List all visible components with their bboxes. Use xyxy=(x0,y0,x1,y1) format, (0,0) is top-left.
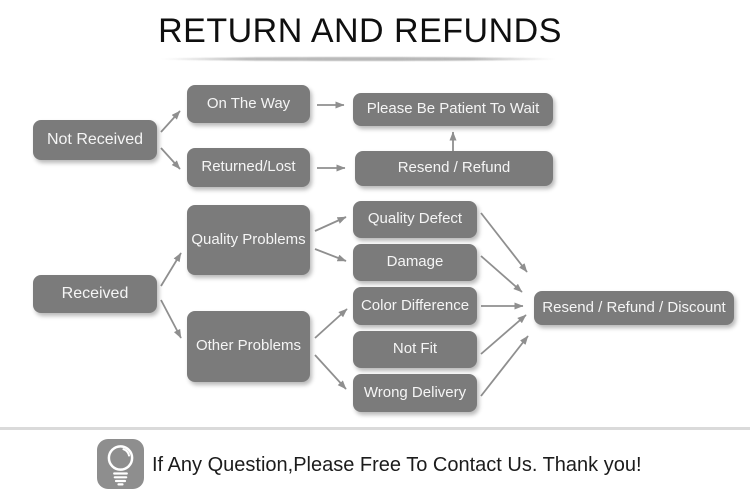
node-resend-refund: Resend / Refund xyxy=(355,151,553,186)
node-not-fit: Not Fit xyxy=(353,331,477,368)
light-bulb-icon xyxy=(97,439,144,489)
page-title: RETURN AND REFUNDS xyxy=(158,12,562,50)
node-returned-lost: Returned/Lost xyxy=(187,148,310,187)
footer-divider xyxy=(0,427,750,430)
node-on-the-way: On The Way xyxy=(187,85,310,123)
node-resend-refund-discount: Resend / Refund / Discount xyxy=(534,291,734,325)
node-quality-defect: Quality Defect xyxy=(353,201,477,238)
node-quality-problems: Quality Problems xyxy=(187,205,310,275)
node-other-problems: Other Problems xyxy=(187,311,310,382)
node-not-received: Not Received xyxy=(33,120,157,160)
node-received: Received xyxy=(33,275,157,313)
node-damage: Damage xyxy=(353,244,477,281)
node-color-difference: Color Difference xyxy=(353,287,477,325)
node-wrong-delivery: Wrong Delivery xyxy=(353,374,477,412)
footer-message: If Any Question,Please Free To Contact U… xyxy=(152,454,642,476)
node-please-be-patient: Please Be Patient To Wait xyxy=(353,93,553,126)
title-underline xyxy=(160,57,557,61)
